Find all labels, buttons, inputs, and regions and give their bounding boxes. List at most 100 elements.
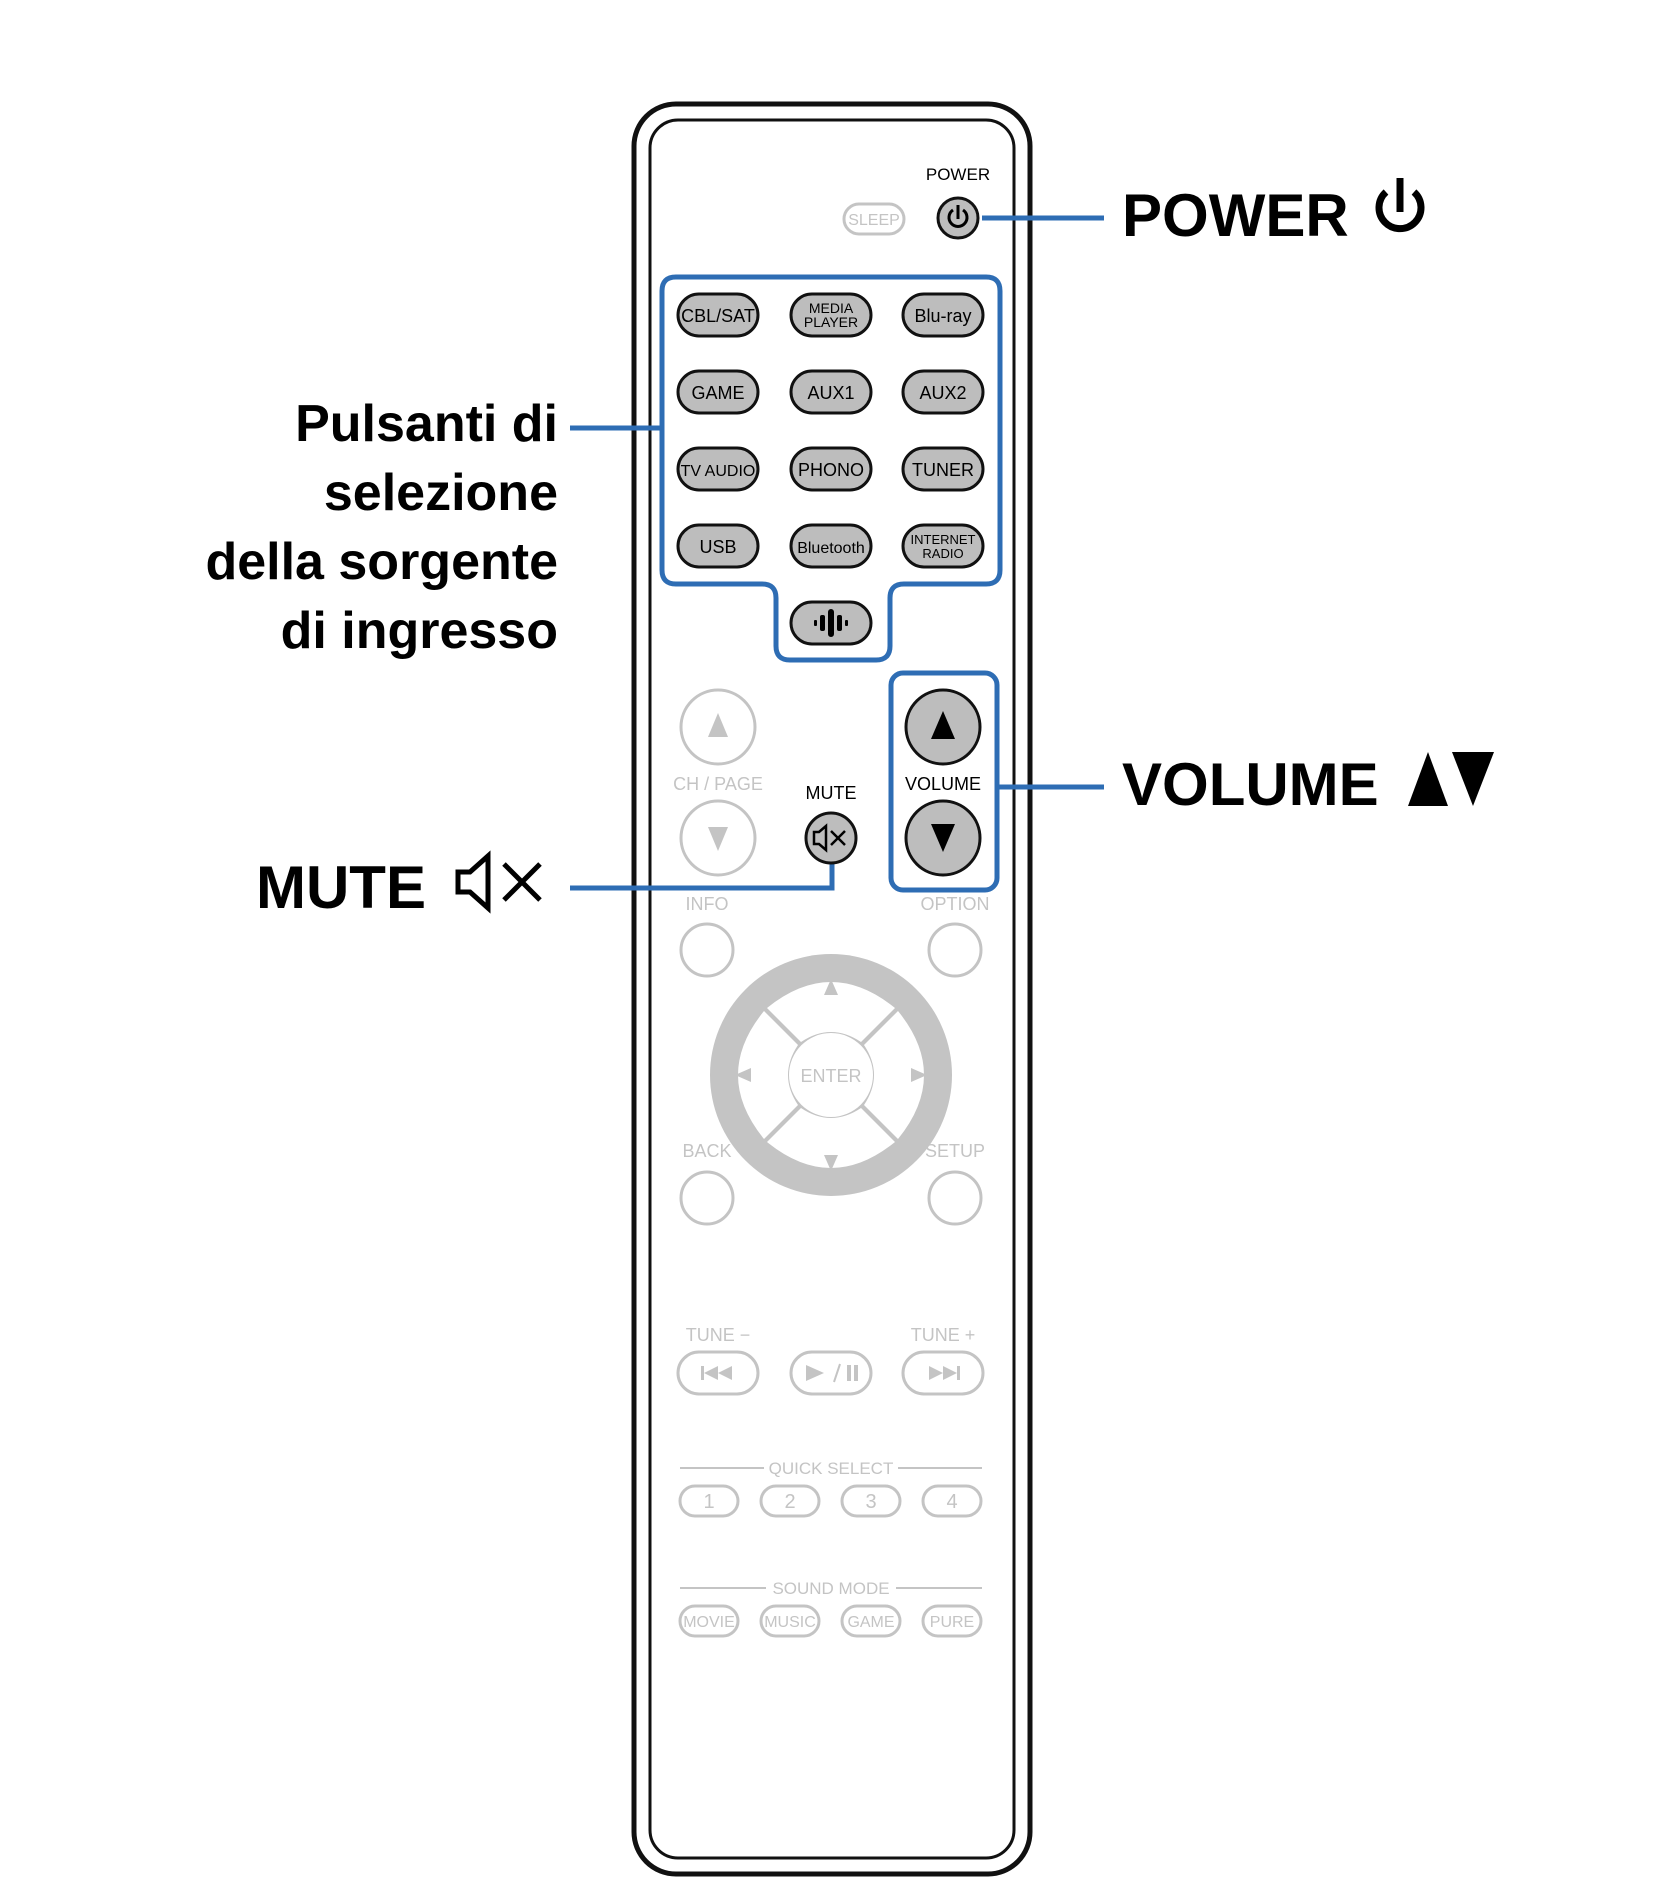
- mute-button-label: MUTE: [806, 783, 857, 803]
- game-source-button[interactable]: GAME: [676, 369, 760, 415]
- volume-up-button[interactable]: [904, 688, 982, 766]
- play-pause-button[interactable]: [789, 1350, 873, 1396]
- volume-down-icon: [931, 824, 955, 852]
- play-pause-icon: [806, 1363, 858, 1383]
- cbl-sat-label: CBL/SAT: [681, 306, 755, 326]
- volume-arrows-icon: [1408, 752, 1494, 806]
- quick-select-3-button[interactable]: 3: [840, 1484, 902, 1518]
- volume-frame: [888, 670, 1000, 893]
- bluray-label: Blu-ray: [914, 306, 971, 326]
- next-track-button[interactable]: [901, 1350, 985, 1396]
- ch-page-label: CH / PAGE: [673, 774, 763, 794]
- skip-back-icon: [701, 1366, 732, 1380]
- ch-page-down-button[interactable]: [679, 799, 757, 877]
- bluetooth-label: Bluetooth: [797, 540, 865, 557]
- back-setup-controls: BACK SETUP: [679, 1141, 985, 1226]
- volume-down-button[interactable]: [904, 799, 982, 877]
- media-player-button[interactable]: MEDIA PLAYER: [789, 292, 873, 338]
- input-select-callout-line1: Pulsanti di: [295, 395, 558, 453]
- pure-button[interactable]: PURE: [921, 1604, 983, 1638]
- skip-forward-icon: [929, 1366, 960, 1380]
- volume-button-label: VOLUME: [905, 774, 981, 794]
- dpad-down[interactable]: [767, 1108, 895, 1168]
- input-select-frame: [659, 274, 1003, 663]
- tv-audio-button[interactable]: TV AUDIO: [676, 446, 760, 492]
- quick-select-3-label: 3: [865, 1491, 876, 1513]
- dpad-left[interactable]: [738, 1011, 798, 1139]
- tuner-button[interactable]: TUNER: [901, 446, 985, 492]
- internet-radio-button[interactable]: INTERNET RADIO: [901, 523, 985, 569]
- dpad-right-arrow-icon: [911, 1068, 927, 1082]
- down-triangle-icon: [708, 827, 728, 851]
- phono-button[interactable]: PHONO: [789, 446, 873, 492]
- internet-radio-label-2: RADIO: [922, 546, 963, 561]
- game-mode-label: GAME: [847, 1614, 894, 1631]
- aux2-label: AUX2: [919, 383, 966, 403]
- quick-select-section: QUICK SELECT 1 2 3 4: [678, 1459, 983, 1518]
- usb-label: USB: [699, 537, 736, 557]
- volume-callout: VOLUME: [1122, 751, 1379, 818]
- quick-select-1-label: 1: [703, 1491, 714, 1513]
- phono-label: PHONO: [798, 460, 864, 480]
- mute-button[interactable]: [804, 811, 858, 865]
- bluray-button[interactable]: Blu-ray: [901, 292, 985, 338]
- top-section: POWER SLEEP: [842, 165, 990, 240]
- mute-icon: [812, 823, 846, 853]
- transport-controls: TUNE − TUNE +: [676, 1325, 985, 1396]
- heos-button[interactable]: [789, 600, 873, 646]
- aux1-button[interactable]: AUX1: [789, 369, 873, 415]
- quick-select-2-label: 2: [784, 1491, 795, 1513]
- ch-page-up-button[interactable]: [679, 688, 757, 766]
- tv-audio-label: TV AUDIO: [681, 463, 756, 480]
- aux1-label: AUX1: [807, 383, 854, 403]
- sleep-button[interactable]: SLEEP: [842, 202, 906, 236]
- tuner-label: TUNER: [912, 460, 974, 480]
- quick-select-4-label: 4: [946, 1491, 957, 1513]
- callout-labels: POWER Pulsanti di selezione della sorgen…: [205, 178, 1494, 921]
- usb-button[interactable]: USB: [676, 523, 760, 569]
- back-label: BACK: [682, 1141, 731, 1161]
- game-mode-button[interactable]: GAME: [840, 1604, 902, 1638]
- mute-callout: MUTE: [256, 854, 426, 921]
- music-label: MUSIC: [764, 1614, 816, 1631]
- power-button-label: POWER: [926, 165, 990, 184]
- setup-label: SETUP: [925, 1141, 985, 1161]
- previous-track-button[interactable]: [676, 1350, 760, 1396]
- source-buttons: CBL/SAT MEDIA PLAYER Blu-ray GAME AUX1 A…: [676, 292, 985, 646]
- leader-lines: [570, 215, 1104, 891]
- mute-controls: MUTE: [804, 783, 858, 865]
- movie-button[interactable]: MOVIE: [678, 1604, 740, 1638]
- enter-button[interactable]: [789, 1033, 873, 1117]
- pure-label: PURE: [930, 1614, 974, 1631]
- setup-button[interactable]: [927, 1170, 983, 1226]
- quick-select-2-button[interactable]: 2: [759, 1484, 821, 1518]
- volume-up-icon: [931, 711, 955, 739]
- mute-symbol-icon: [455, 850, 542, 914]
- up-triangle-icon: [708, 713, 728, 737]
- quick-select-label: QUICK SELECT: [769, 1459, 894, 1478]
- quick-select-1-button[interactable]: 1: [678, 1484, 740, 1518]
- dpad-up[interactable]: [767, 982, 895, 1042]
- music-button[interactable]: MUSIC: [759, 1604, 821, 1638]
- aux2-button[interactable]: AUX2: [901, 369, 985, 415]
- info-button[interactable]: [679, 922, 735, 978]
- sound-mode-label: SOUND MODE: [772, 1579, 889, 1598]
- bluetooth-button[interactable]: Bluetooth: [789, 523, 873, 569]
- input-select-callout-line4: di ingresso: [281, 602, 558, 660]
- info-label: INFO: [686, 894, 729, 914]
- cbl-sat-button[interactable]: CBL/SAT: [676, 292, 760, 338]
- power-callout: POWER: [1122, 182, 1349, 249]
- mute-leader: [570, 860, 835, 891]
- power-button[interactable]: [936, 196, 980, 240]
- back-button[interactable]: [679, 1170, 735, 1226]
- movie-label: MOVIE: [683, 1614, 735, 1631]
- option-button[interactable]: [927, 922, 983, 978]
- enter-label: ENTER: [800, 1066, 861, 1086]
- sound-mode-section: SOUND MODE MOVIE MUSIC GAME PURE: [678, 1579, 983, 1638]
- ch-page-controls: CH / PAGE: [673, 688, 763, 877]
- dpad-right[interactable]: [864, 1011, 924, 1139]
- dpad-down-arrow-icon: [824, 1155, 838, 1171]
- dpad-segments: [738, 982, 924, 1168]
- quick-select-4-button[interactable]: 4: [921, 1484, 983, 1518]
